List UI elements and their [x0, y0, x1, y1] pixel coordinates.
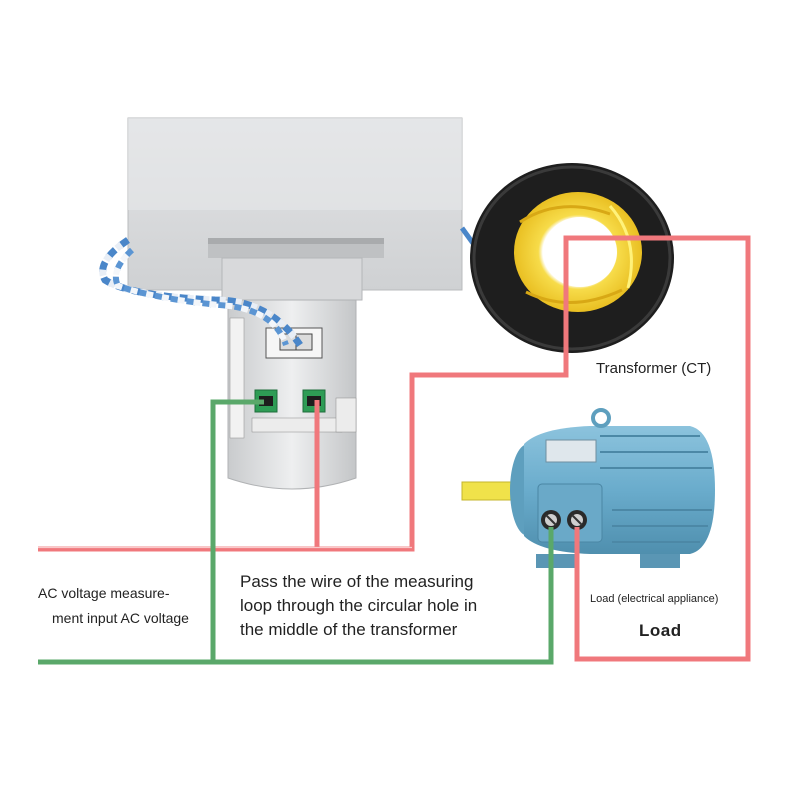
load-appliance-label: Load (electrical appliance): [590, 593, 719, 605]
instruction-line2: loop through the circular hole in: [240, 596, 478, 615]
ac-voltage-label-line1: AC voltage measure-: [38, 585, 170, 601]
load-label: Load: [639, 621, 682, 640]
red-wire: [38, 235, 751, 662]
ac-voltage-label-line2: ment input AC voltage: [52, 610, 189, 626]
panel-meter-icon: [127, 117, 463, 490]
current-transformer-icon: [470, 163, 674, 353]
transformer-label: Transformer (CT): [596, 360, 712, 377]
instruction-line1: Pass the wire of the measuring: [240, 572, 474, 591]
electric-motor-icon: [461, 408, 715, 568]
instruction-line3: the middle of the transformer: [240, 620, 458, 639]
green-wire: [38, 399, 554, 665]
